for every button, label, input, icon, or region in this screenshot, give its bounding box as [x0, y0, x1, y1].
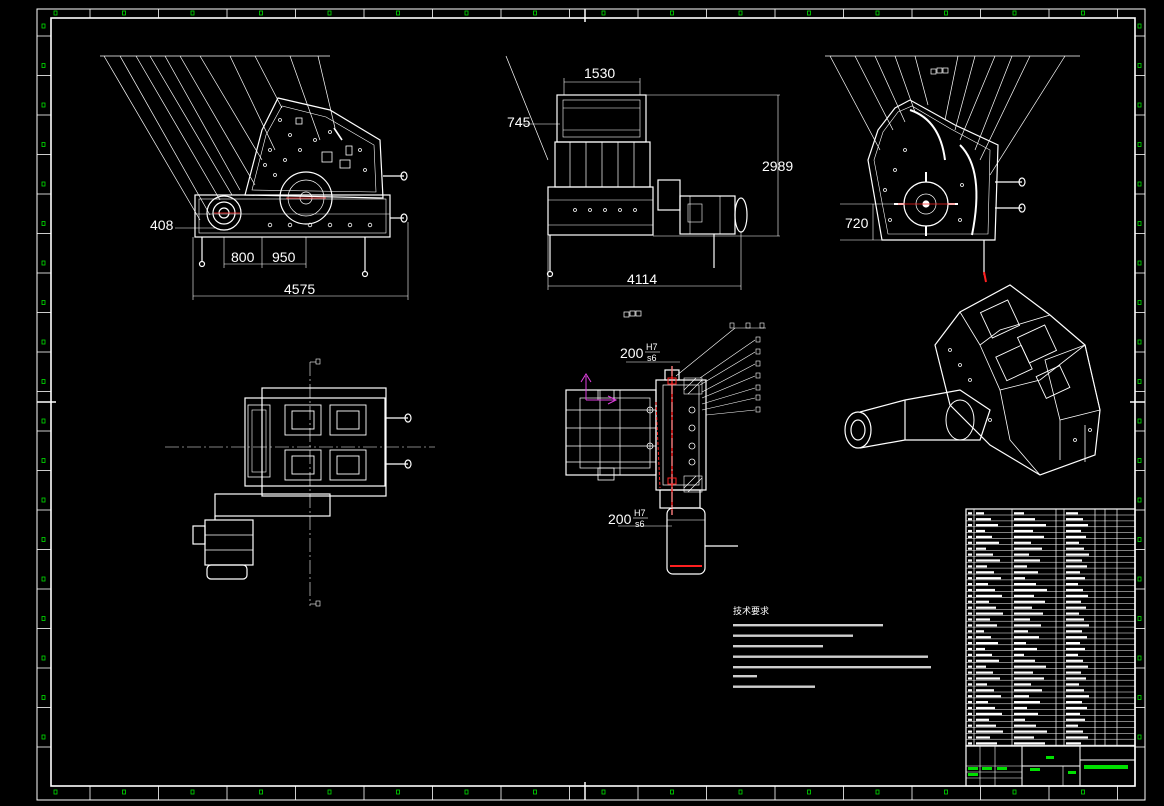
fit-bottom-den: s6: [635, 519, 645, 529]
notes-lines: [733, 624, 931, 688]
outer-frame: [36, 8, 1146, 801]
dim-800: 800: [231, 249, 255, 265]
notes-title: 技术要求: [733, 605, 769, 617]
top-motor-frame: [214, 493, 331, 517]
iso-housing: [934, 284, 1101, 476]
title-block: [965, 745, 1136, 787]
top-view: [165, 358, 435, 607]
front-housing-upper: [244, 97, 384, 199]
side-body: [554, 141, 651, 188]
fit-top-num: H7: [646, 342, 658, 352]
front-view: [100, 55, 409, 300]
right-housing: [867, 99, 999, 241]
front-leaders: [100, 55, 336, 221]
isometric-view: [844, 284, 1101, 476]
zone-labels: [41, 10, 1142, 795]
fit-bottom-num: H7: [634, 508, 646, 518]
fit-top-base: 200: [620, 345, 644, 361]
iso-motor: [844, 411, 872, 449]
dim-408: 408: [150, 217, 174, 233]
section-view: [565, 322, 766, 575]
side-hopper: [556, 94, 647, 143]
dim-1530: 1530: [584, 65, 615, 81]
fit-top-den: s6: [647, 353, 657, 363]
fit-bottom-base: 200: [608, 511, 632, 527]
dim-950: 950: [272, 249, 296, 265]
front-pulley: [206, 195, 242, 231]
title-block-marks: [968, 756, 1128, 776]
bom-cell-text: [968, 512, 1089, 745]
front-base: [194, 194, 391, 238]
front-rotor: [279, 171, 333, 225]
side-base: [547, 186, 654, 236]
dim-4114: 4114: [627, 271, 657, 287]
section-pulley: [666, 507, 706, 575]
right-view: [825, 55, 1080, 283]
zone-markers: [37, 9, 1145, 800]
dim-4575: 4575: [284, 281, 315, 297]
dim-745: 745: [507, 114, 531, 130]
side-view: [505, 55, 780, 290]
top-body: [244, 397, 386, 487]
bom-table: [965, 508, 1136, 747]
dim-2989: 2989: [762, 158, 793, 174]
view-label-markers: [623, 67, 949, 318]
dim-720: 720: [845, 215, 869, 231]
